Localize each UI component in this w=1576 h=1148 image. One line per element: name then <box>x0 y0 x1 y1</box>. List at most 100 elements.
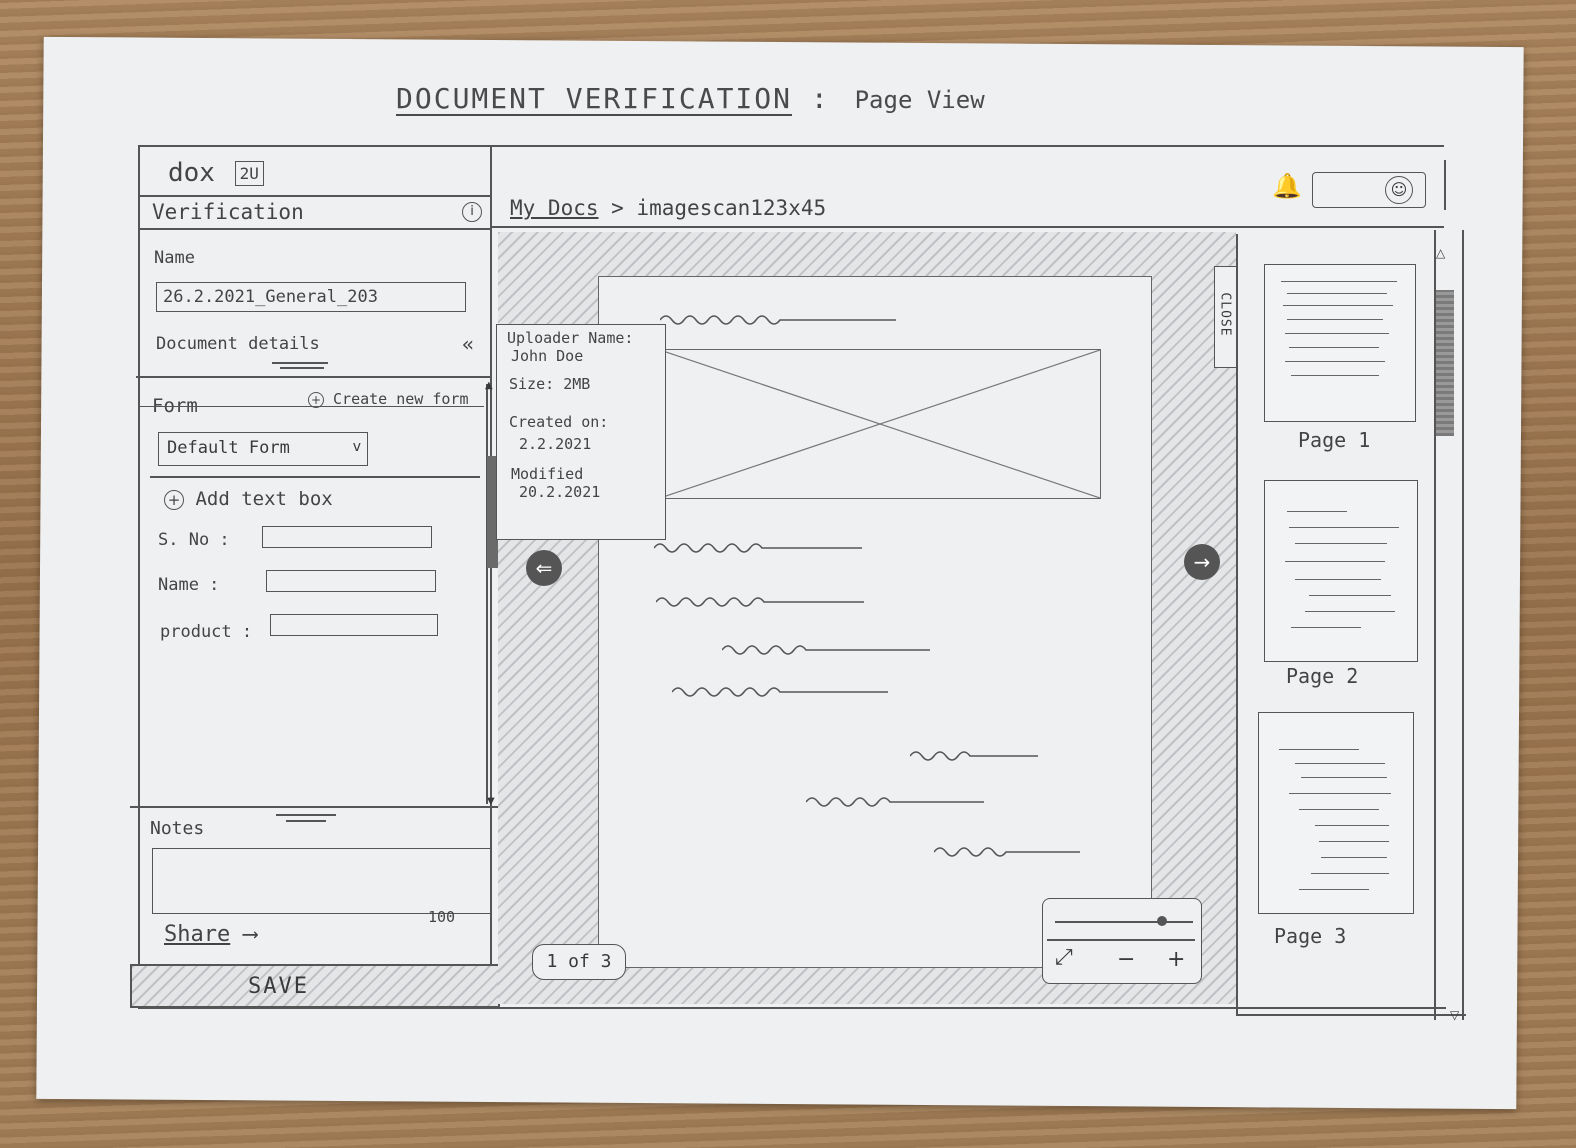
created-value: 2.2.2021 <box>519 435 592 453</box>
bell-icon[interactable]: 🔔 <box>1272 172 1302 200</box>
thumb-line <box>1287 319 1383 321</box>
document-page <box>598 276 1152 968</box>
created-label: Created on: <box>509 413 609 431</box>
modified-label: Modified <box>511 465 584 483</box>
thumb-line <box>1289 527 1399 529</box>
thumb-line <box>1299 809 1379 811</box>
document-name-input[interactable] <box>156 282 466 312</box>
share-button[interactable]: Share ⟶ <box>164 922 257 947</box>
create-new-form-button[interactable]: + Create new form <box>308 390 469 408</box>
notes-char-counter: 100 <box>428 908 456 926</box>
close-label: CLOSE <box>1217 292 1233 337</box>
field-label-product: product : <box>160 622 253 642</box>
breadcrumb-divider <box>492 226 1444 228</box>
notes-divider <box>130 806 500 808</box>
logo-badge: 2U <box>234 161 264 186</box>
modified-value: 20.2.2021 <box>519 483 601 501</box>
thumb-line <box>1321 857 1387 859</box>
thumb-line <box>1283 305 1393 307</box>
notes-label: Notes <box>150 818 205 839</box>
verification-divider <box>138 228 492 230</box>
document-details-popover: Uploader Name: John Doe Size: 2MB Create… <box>496 324 666 540</box>
logo[interactable]: dox 2U <box>168 158 264 188</box>
page-title: DOCUMENT VERIFICATION : Page View <box>396 82 985 115</box>
page-title-separator: : <box>810 82 830 115</box>
page-thumbnail-2[interactable] <box>1264 480 1418 662</box>
thumb-line <box>1289 793 1391 795</box>
zoom-controls: ⤢ − + <box>1042 898 1202 984</box>
sno-input[interactable] <box>262 526 432 548</box>
document-text-line <box>934 847 1080 857</box>
logo-text: dox <box>168 158 215 188</box>
page-thumbnail-label-2: Page 2 <box>1286 664 1359 688</box>
document-text-line <box>656 597 864 607</box>
document-text-line <box>672 687 888 697</box>
fullscreen-icon[interactable]: ⤢ <box>1055 945 1073 970</box>
zoom-slider-track[interactable] <box>1055 921 1193 923</box>
next-page-button[interactable]: → <box>1184 544 1220 580</box>
breadcrumb-current: imagescan123x45 <box>636 196 827 220</box>
thumbnail-scroll-track <box>1434 230 1436 1020</box>
document-text-line <box>722 645 930 655</box>
thumb-line <box>1281 281 1397 283</box>
double-chevron-left-icon[interactable]: « <box>462 332 475 356</box>
page-thumbnail-3[interactable] <box>1258 712 1414 914</box>
window-right-border <box>1444 160 1446 210</box>
scroll-down-icon[interactable]: ▽ <box>1450 1008 1460 1022</box>
form-select[interactable]: Default Form v <box>158 432 368 466</box>
zoom-out-button[interactable]: − <box>1117 947 1136 972</box>
thumbnail-panel-right-border <box>1462 230 1464 1020</box>
share-label: Share <box>164 922 231 947</box>
add-text-box-button[interactable]: + Add text box <box>164 488 333 510</box>
close-thumbnails-button[interactable]: CLOSE <box>1214 266 1238 368</box>
thumb-line <box>1311 873 1389 875</box>
chevron-down-icon: v <box>352 439 361 455</box>
document-text-line <box>806 797 984 807</box>
window-top-border <box>138 145 1444 147</box>
field-label-name: Name : <box>158 575 220 595</box>
thumb-line <box>1285 333 1389 335</box>
thumb-line <box>1305 611 1395 613</box>
user-icon: ☺ <box>1385 176 1413 204</box>
document-details-toggle[interactable]: Document details <box>156 334 320 354</box>
form-header-divider <box>138 406 484 407</box>
notes-drag-handle-2 <box>286 820 326 822</box>
notes-drag-handle[interactable] <box>276 814 336 816</box>
uploader-label: Uploader Name: <box>507 329 634 347</box>
app-window <box>138 145 1446 1009</box>
scroll-up-icon[interactable]: △ <box>1436 246 1446 260</box>
notes-textarea[interactable] <box>152 848 492 914</box>
thumb-line <box>1285 561 1385 563</box>
page-thumbnail-label-3: Page 3 <box>1274 924 1347 948</box>
info-icon[interactable]: i <box>462 202 482 222</box>
arrow-right-icon: ⟶ <box>243 922 257 947</box>
field-label-sno: S. No : <box>158 530 230 550</box>
page-indicator-text: 1 of 3 <box>546 951 612 972</box>
save-label: SAVE <box>248 974 309 999</box>
page-title-main: DOCUMENT VERIFICATION <box>396 82 793 115</box>
create-new-form-label: Create new form <box>333 390 469 408</box>
zoom-divider <box>1047 939 1195 941</box>
zoom-in-button[interactable]: + <box>1167 947 1186 972</box>
thumb-line <box>1291 375 1379 377</box>
scroll-down-icon[interactable]: ▼ <box>487 796 495 807</box>
scroll-up-icon[interactable]: ▲ <box>485 380 493 391</box>
document-details-underline-2 <box>280 367 324 369</box>
page-thumbnail-1[interactable] <box>1264 264 1416 422</box>
thumbnail-panel-left-border <box>1236 234 1238 1016</box>
thumb-line <box>1301 777 1387 779</box>
thumb-line <box>1315 825 1389 827</box>
save-button[interactable]: SAVE <box>130 964 500 1008</box>
breadcrumb-root[interactable]: My Docs <box>510 196 599 220</box>
name-input[interactable] <box>266 570 436 592</box>
document-text-line <box>654 543 862 553</box>
size-value: 2MB <box>563 375 591 393</box>
product-input[interactable] <box>270 614 438 636</box>
thumbnail-scrollbar-thumb[interactable] <box>1436 290 1454 436</box>
document-text-line <box>660 315 896 325</box>
previous-page-button[interactable]: ⇐ <box>526 550 562 586</box>
size-row: Size: 2MB <box>509 375 590 393</box>
user-menu[interactable]: ☺ <box>1312 172 1426 208</box>
form-select-divider <box>150 476 480 478</box>
zoom-slider-thumb[interactable] <box>1157 916 1168 926</box>
